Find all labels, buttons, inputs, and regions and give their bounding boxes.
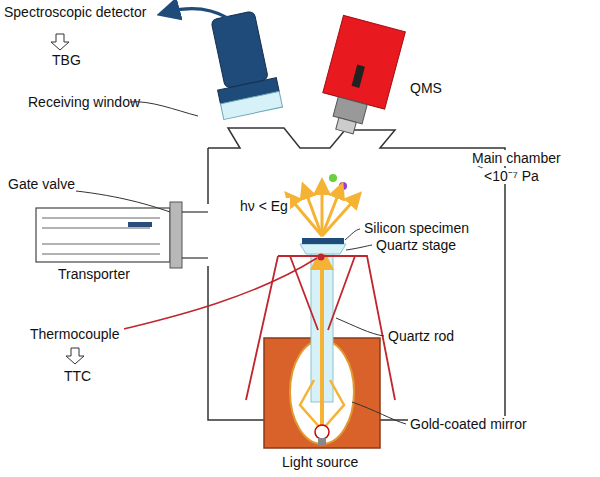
chamber-label: Main chamber xyxy=(470,150,563,166)
spectroscopic-detector xyxy=(203,9,282,119)
thermocouple-label: Thermocouple xyxy=(30,326,120,342)
quartz-stage xyxy=(300,244,346,254)
thermocouple-junction xyxy=(318,254,325,261)
temperature-label: TTC xyxy=(64,368,91,384)
window-label: Receiving window xyxy=(28,94,140,110)
valve-label: Gate valve xyxy=(8,176,75,192)
mirror-label: Gold-coated mirror xyxy=(408,416,529,432)
pressure-label: <10⁻⁷ Pa xyxy=(482,168,541,184)
transporter-label: Transporter xyxy=(58,266,130,282)
silicon-specimen xyxy=(302,238,344,244)
rod-label: Quartz rod xyxy=(386,328,456,344)
light-source-label: Light source xyxy=(282,454,358,470)
photon-label: hν < Eg xyxy=(238,198,290,214)
specimen-label: Silicon specimen xyxy=(362,220,471,236)
hollow-arrow xyxy=(51,34,69,50)
qms-label: QMS xyxy=(410,80,442,96)
temperature-label: TBG xyxy=(52,52,81,68)
stage-support xyxy=(246,256,395,400)
qms-symbol xyxy=(315,15,406,140)
lamp xyxy=(315,425,329,439)
transporter-tube xyxy=(36,208,170,262)
stage-label: Quartz stage xyxy=(374,237,458,253)
detector-label: Spectroscopic detector xyxy=(4,4,146,20)
gate-valve xyxy=(170,202,182,268)
